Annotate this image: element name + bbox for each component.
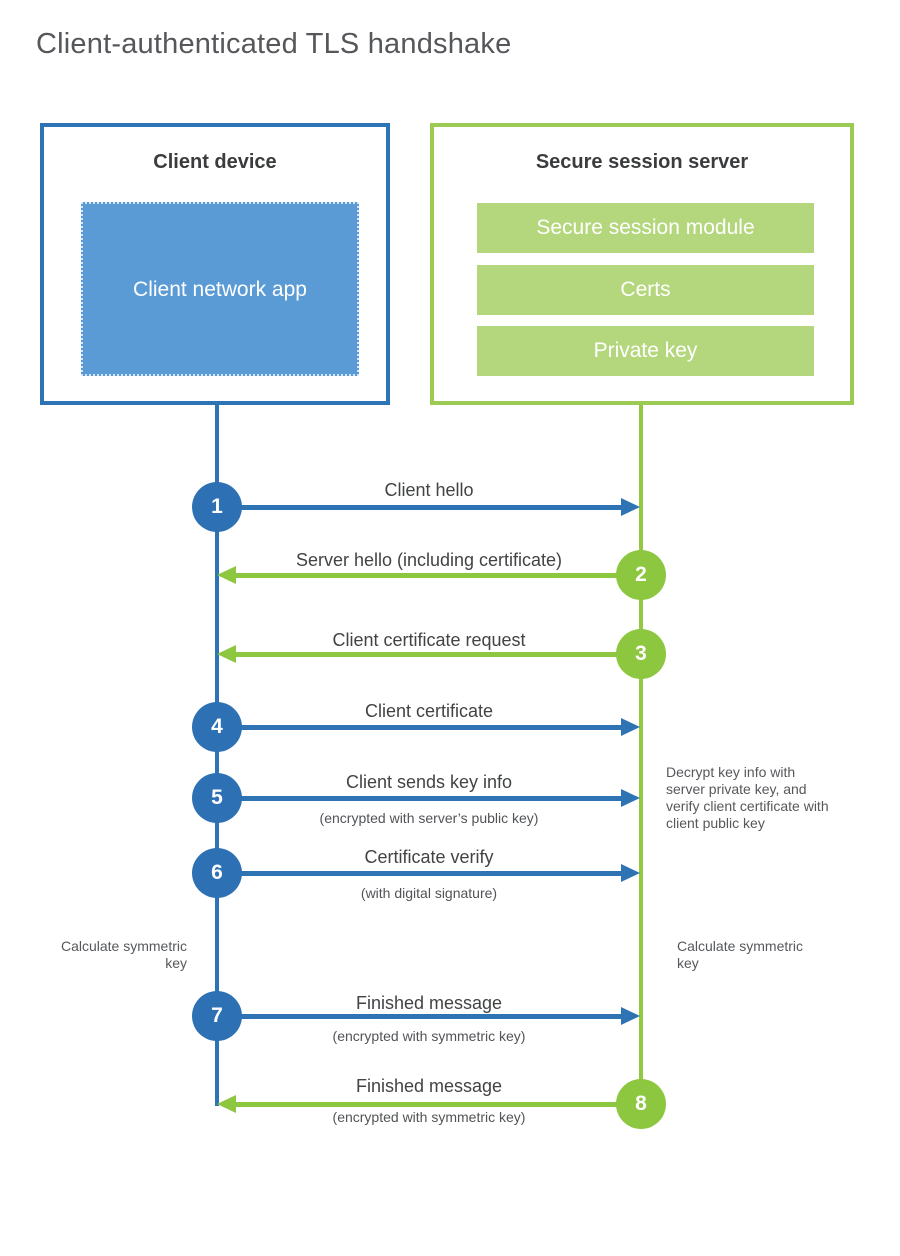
- arrow-line-1: [217, 505, 624, 510]
- step-label-3: Client certificate request: [332, 630, 526, 650]
- step-label-1: Client hello: [384, 480, 474, 500]
- step-label-4: Client certificate: [364, 701, 494, 721]
- server-module-certs: Certs: [477, 265, 814, 315]
- arrow-line-7: [217, 1014, 624, 1019]
- arrow-head-right-icon: [621, 789, 640, 807]
- step-circle-5: 5: [192, 773, 242, 823]
- client-device-title: Client device: [153, 151, 277, 173]
- arrow-head-left-icon: [217, 1095, 236, 1113]
- step-circle-3: 3: [616, 629, 666, 679]
- arrow-line-8: [234, 1102, 641, 1107]
- secure-session-server-title: Secure session server: [535, 151, 749, 173]
- step-label-5: Client sends key info: [345, 772, 513, 792]
- server-module-label: Secure session module: [536, 216, 755, 239]
- server-module-label: Private key: [593, 339, 698, 362]
- arrow-head-right-icon: [621, 498, 640, 516]
- calculate-symmetric-key-note-client: Calculate symmetric key: [60, 938, 187, 971]
- step-label-2: Server hello (including certificate): [295, 550, 563, 570]
- step-circle-4: 4: [192, 702, 242, 752]
- step-sublabel-7: (encrypted with symmetric key): [332, 1028, 526, 1044]
- client-lifeline: [215, 405, 219, 1106]
- client-device-box: Client device Client network app: [40, 123, 390, 405]
- step-sublabel-6: (with digital signature): [360, 885, 498, 901]
- arrow-line-6: [217, 871, 624, 876]
- arrow-head-left-icon: [217, 645, 236, 663]
- client-network-app-box: Client network app: [81, 202, 359, 376]
- step-circle-2: 2: [616, 550, 666, 600]
- arrow-head-right-icon: [621, 864, 640, 882]
- page-title: Client-authenticated TLS handshake: [36, 28, 512, 60]
- server-module-label: Certs: [620, 278, 671, 301]
- arrow-line-4: [217, 725, 624, 730]
- step-circle-7: 7: [192, 991, 242, 1041]
- step-label-8: Finished message: [355, 1076, 503, 1096]
- secure-session-server-box: Secure session server Secure session mod…: [430, 123, 854, 405]
- calculate-symmetric-key-note-server: Calculate symmetric key: [677, 938, 804, 971]
- step-circle-8: 8: [616, 1079, 666, 1129]
- arrow-line-2: [234, 573, 641, 578]
- step-sublabel-8: (encrypted with symmetric key): [332, 1109, 526, 1125]
- step-label-7: Finished message: [355, 993, 503, 1013]
- server-module-secure-session: Secure session module: [477, 203, 814, 253]
- step-circle-1: 1: [192, 482, 242, 532]
- server-lifeline: [639, 405, 643, 1105]
- step-sublabel-5: (encrypted with server’s public key): [319, 810, 539, 826]
- arrow-head-left-icon: [217, 566, 236, 584]
- arrow-line-3: [234, 652, 641, 657]
- client-network-app-label: Client network app: [133, 277, 307, 301]
- step-label-6: Certificate verify: [364, 847, 494, 867]
- arrow-head-right-icon: [621, 1007, 640, 1025]
- server-module-private-key: Private key: [477, 326, 814, 376]
- arrow-line-5: [217, 796, 624, 801]
- arrow-head-right-icon: [621, 718, 640, 736]
- step-circle-6: 6: [192, 848, 242, 898]
- decrypt-key-note: Decrypt key info with server private key…: [666, 764, 829, 831]
